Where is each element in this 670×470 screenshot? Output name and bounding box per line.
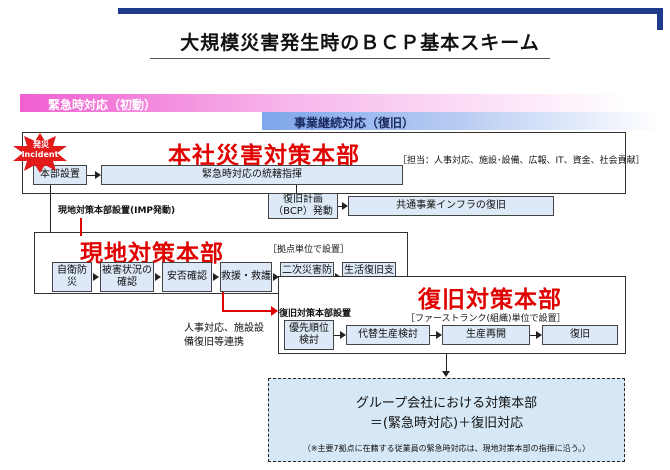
recovery-step-priority: 優先順位検討 <box>284 320 334 350</box>
red-arrow-right <box>271 306 278 316</box>
group-footnote: （※主要7拠点に在籍する従業員の緊急時対応は、現地対策本部の指揮に沿う。） <box>302 444 591 453</box>
recovery-step-alt-production: 代替生産検討 <box>346 325 430 345</box>
local-step-safety-check: 安否確認 <box>162 262 212 292</box>
connector <box>430 335 438 336</box>
recovery-step-resume: 生産再開 <box>442 325 530 345</box>
group-companies-box <box>268 378 625 462</box>
arrow-right <box>95 171 101 179</box>
incident-burst-icon <box>12 133 68 173</box>
local-step-self-defense: 自衛防災 <box>52 262 92 292</box>
arrow-right <box>436 331 442 339</box>
red-connector <box>80 218 82 236</box>
hr-coordination-note-1: 人事対応、施設設 <box>184 323 264 334</box>
connector <box>87 175 97 176</box>
local-setup-note: 現地対策本部設置(IMP発動) <box>58 206 176 216</box>
incident-label-en: Incident <box>21 150 59 159</box>
title-underline <box>150 58 550 59</box>
red-connector <box>222 310 272 312</box>
recovery-unit-note: ［ファーストランク(組織)単位で設置］ <box>406 314 566 324</box>
title-accent-corner <box>657 8 663 30</box>
recovery-setup-note: 復旧対策本部設置 <box>279 309 352 319</box>
hq-command-box: 緊急時対応の統轄指揮 <box>101 165 403 185</box>
group-title-line2: ＝(緊急時対応)＋復旧対応 <box>369 416 524 431</box>
arrow-right <box>273 273 279 281</box>
local-unit-note: ［拠点単位で設置］ <box>268 245 350 255</box>
arrow-right <box>213 273 219 281</box>
arrow-down <box>442 371 450 377</box>
connector <box>50 185 51 232</box>
title-accent-bar <box>118 8 663 14</box>
arrow-right <box>536 331 542 339</box>
continuity-phase-band <box>262 112 662 130</box>
hq-title: 本社災害対策本部 <box>168 143 360 169</box>
red-connector <box>222 292 224 312</box>
infra-recovery-box: 共通事業インフラの復旧 <box>348 196 554 216</box>
continuity-phase-label: 事業継続対応（復旧） <box>294 116 415 130</box>
local-step-rescue: 救援・救護 <box>220 262 272 292</box>
connector <box>530 335 538 336</box>
group-title-line1: グループ会社における対策本部 <box>355 396 538 411</box>
connector <box>334 335 342 336</box>
arrow-right <box>340 331 346 339</box>
recovery-title: 復旧対策本部 <box>418 287 562 313</box>
connector <box>338 206 344 207</box>
page-title: 大規模災害発生時のＢＣＰ基本スキーム <box>180 32 540 54</box>
hq-setup-box: 本部設置 <box>33 165 87 185</box>
bcp-plan-box: 復旧計画（BCP）発動 <box>268 193 338 219</box>
local-step-damage-check: 被害状況の確認 <box>100 262 154 292</box>
emergency-phase-label: 緊急時対応（初動） <box>48 98 157 112</box>
arrow-right <box>155 273 161 281</box>
hr-coordination-note-2: 備復旧等連携 <box>184 337 244 348</box>
connector <box>296 185 297 193</box>
recovery-step-restore: 復旧 <box>542 325 618 345</box>
arrow-right <box>93 273 99 281</box>
arrow-right <box>342 202 348 210</box>
connector <box>446 354 447 372</box>
incident-label-jp: 発災 <box>33 140 49 149</box>
hq-duties-note: ［担当：人事対応、施設･設備、広報、IT、資金、社会貢献］ <box>398 156 645 166</box>
emergency-phase-band <box>20 94 630 112</box>
